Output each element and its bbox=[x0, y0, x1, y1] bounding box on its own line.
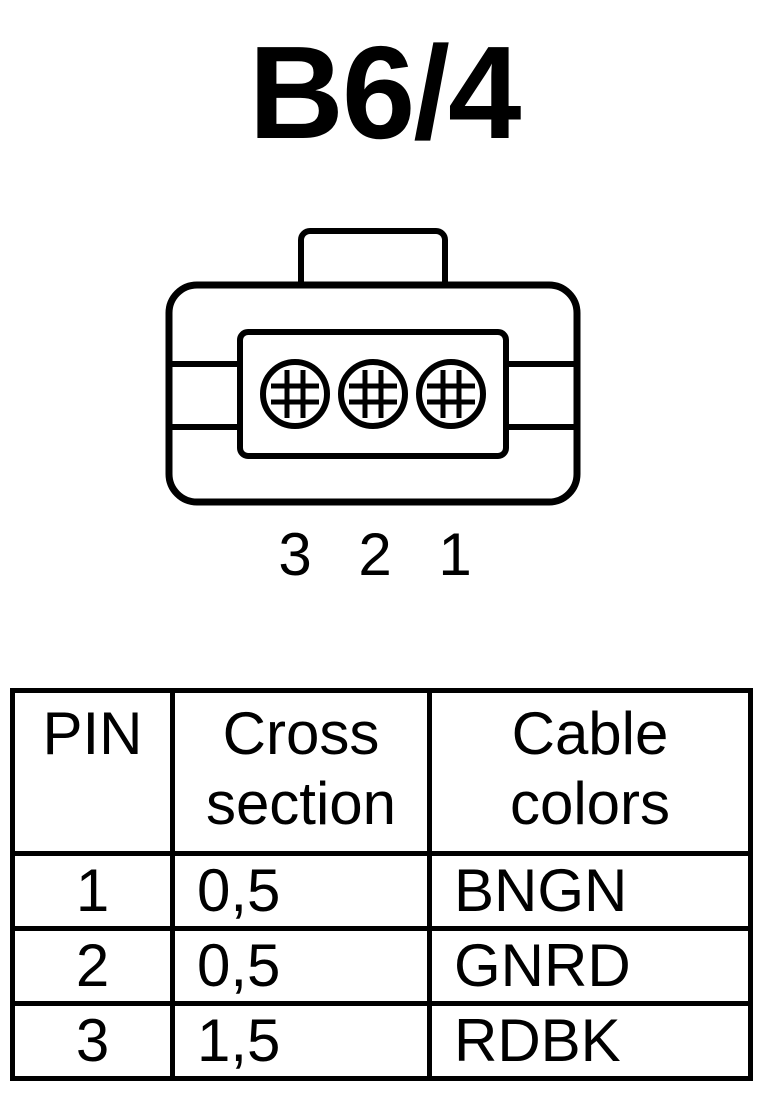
pin-column-header: PIN bbox=[10, 688, 175, 856]
cross-section-column-header: Cross section bbox=[170, 688, 432, 856]
pin-cell: 3 bbox=[10, 1001, 175, 1081]
pin-number-labels: 3 2 1 bbox=[0, 520, 768, 590]
table-row: 1 0,5 BNGN bbox=[10, 851, 753, 931]
terminal-pin-3 bbox=[260, 359, 330, 429]
header-text: colors bbox=[509, 770, 671, 837]
cross-section-cell: 1,5 bbox=[170, 1001, 432, 1081]
table-row: 3 1,5 RDBK bbox=[10, 1001, 753, 1081]
cross-section-cell: 0,5 bbox=[170, 926, 432, 1006]
connector-title: B6/4 bbox=[248, 19, 522, 166]
header-text: Cross bbox=[222, 700, 380, 767]
table-header-row: PIN Cross section Cable colors bbox=[10, 688, 753, 856]
pin-cell: 2 bbox=[10, 926, 175, 1006]
connector-diagram bbox=[165, 228, 581, 506]
pin-assignment-table: PIN Cross section Cable colors 1 0,5 BNG… bbox=[10, 688, 753, 1081]
cross-section-cell: 0,5 bbox=[170, 851, 432, 931]
table-row: 2 0,5 GNRD bbox=[10, 926, 753, 1006]
connector-side-rails bbox=[172, 361, 574, 430]
connector-face bbox=[237, 329, 509, 459]
header-text: PIN bbox=[42, 700, 143, 767]
cable-colors-column-header: Cable colors bbox=[427, 688, 753, 856]
cable-color-cell: GNRD bbox=[427, 926, 753, 1006]
header-text: Cable bbox=[511, 700, 669, 767]
terminal-pin-1 bbox=[416, 359, 486, 429]
pin-cell: 1 bbox=[10, 851, 175, 931]
pin-number-label: 3 bbox=[278, 521, 312, 588]
pin-number-label: 2 bbox=[358, 521, 392, 588]
pin-number-label: 1 bbox=[438, 521, 472, 588]
header-text: section bbox=[205, 770, 397, 837]
cable-color-cell: RDBK bbox=[427, 1001, 753, 1081]
terminal-pin-2 bbox=[338, 359, 408, 429]
cable-color-cell: BNGN bbox=[427, 851, 753, 931]
